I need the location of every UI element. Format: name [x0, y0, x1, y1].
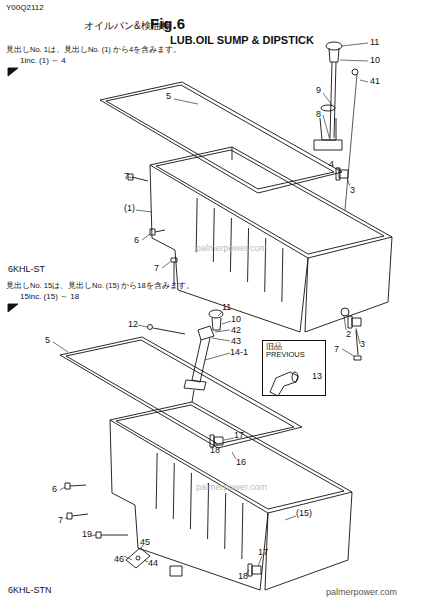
callout-number: 41	[370, 77, 380, 87]
previous-guide-elbow	[270, 372, 298, 396]
callout-number: 17	[234, 431, 244, 441]
callout-number: (1)	[124, 204, 135, 214]
box-heading: PREVIOUS	[266, 351, 322, 359]
oil-pan	[150, 147, 392, 332]
callout-number: 42	[231, 326, 241, 336]
callout-number: 16	[236, 458, 246, 468]
callout-number: 6	[134, 236, 139, 246]
dipstick	[148, 310, 224, 402]
watermark: palmerpower.com	[326, 588, 397, 598]
callout-number: 13	[266, 372, 322, 382]
figure-number: Fig.6	[150, 16, 185, 33]
pan-rib	[213, 208, 214, 262]
callout-number: 7	[124, 172, 129, 182]
callout-number: 18	[210, 446, 220, 456]
model-name: 6KHL-ST	[8, 265, 45, 275]
drain-plug	[336, 168, 361, 328]
pan-rib	[190, 473, 191, 529]
pan-rib	[242, 503, 243, 559]
callout-number: 5	[45, 336, 50, 346]
callout-number: 45	[140, 538, 150, 548]
pan-rib	[225, 493, 226, 549]
dipstick	[314, 42, 358, 210]
gasket	[60, 337, 302, 448]
drain-plug	[210, 435, 261, 576]
watermark: palmerpower.com	[196, 244, 267, 254]
pan-rib	[248, 228, 249, 282]
gasket	[100, 82, 342, 193]
callout-number: 3	[350, 186, 355, 196]
callout-number: 17	[258, 548, 268, 558]
callout-number: (15)	[296, 509, 312, 519]
callout-number: 10	[231, 315, 241, 325]
model-name: 6KHL-STN	[8, 586, 52, 596]
callout-number: 9	[316, 86, 321, 96]
callout-number: 14-1	[230, 348, 248, 358]
note-mark	[8, 68, 18, 76]
callout-number: 44	[148, 559, 158, 569]
note-text: 15inc. (15) ～ 18	[20, 293, 79, 302]
callout-number: 10	[370, 56, 380, 66]
note-text: 見出しNo. 1は、見出しNo. (1) から4を含みます。	[6, 46, 181, 54]
callout-number: 43	[231, 337, 241, 347]
callout-number: 7	[334, 345, 339, 355]
note-text: 見出しNo. 15は、見出しNo. (15) から18を含みます。	[6, 282, 194, 290]
pan-rib	[156, 453, 157, 509]
callout-number: 2	[346, 330, 351, 340]
drawing-number: Y00Q2112	[6, 4, 44, 13]
bolt	[65, 483, 150, 568]
leader-line	[53, 43, 368, 574]
callout-number: 8	[316, 110, 321, 120]
callout-number: 19	[82, 530, 92, 540]
callout-number: 3	[360, 340, 365, 350]
callout-number: 5	[166, 92, 171, 102]
callout-number: 7	[154, 264, 159, 274]
callout-number: 46	[114, 555, 124, 565]
callout-number: 12	[128, 320, 138, 330]
pan-rib	[282, 248, 283, 302]
callout-number: 11	[370, 38, 379, 48]
callout-number: 7	[58, 516, 63, 526]
pan-rib	[173, 463, 174, 519]
oil-pan	[110, 402, 352, 590]
box-heading: 旧品	[266, 343, 322, 351]
bolt	[128, 174, 361, 360]
callout-number: 11	[222, 303, 231, 313]
callout-number: 18	[238, 572, 248, 582]
callout-number: 6	[52, 485, 57, 495]
watermark: palmerpower.com	[196, 483, 267, 493]
figure-title: LUB.OIL SUMP & DIPSTICK	[170, 34, 314, 46]
callout-number: 4	[329, 160, 334, 170]
note-text: 1inc. (1) ～ 4	[20, 57, 66, 66]
previous-part-box: 旧品PREVIOUS 13	[262, 340, 326, 396]
note-mark	[8, 304, 18, 312]
